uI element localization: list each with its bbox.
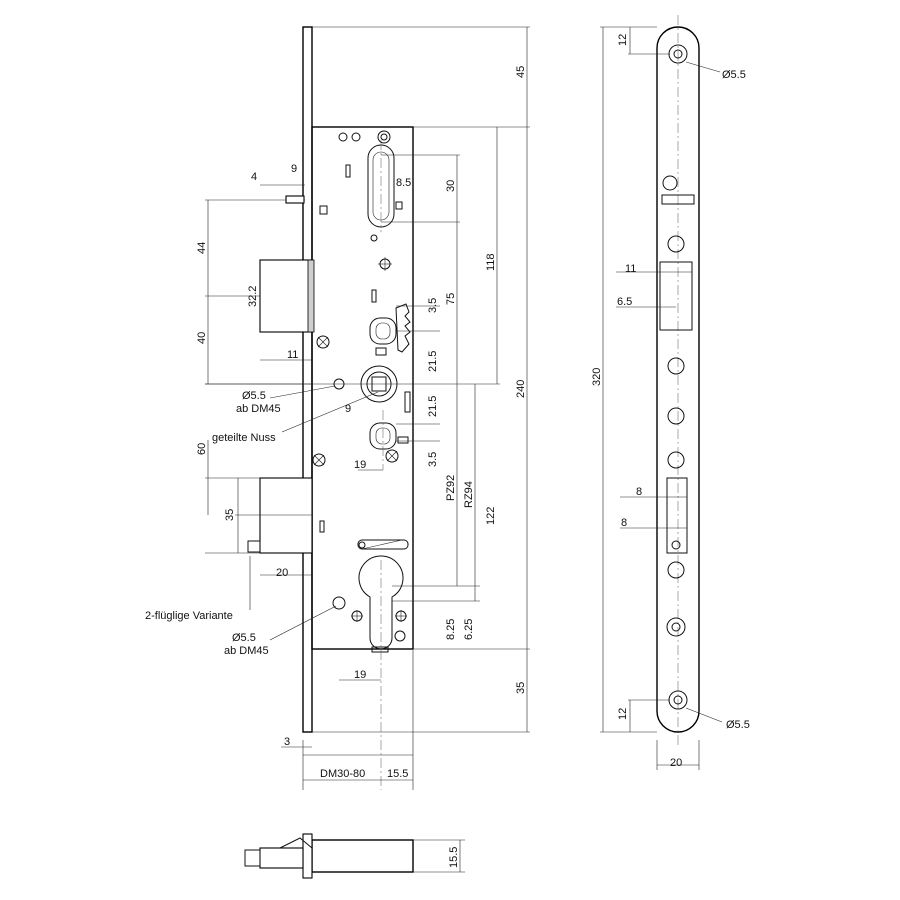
- front-dimension-labels: 45 9 4 30 8.5 118 44 32.2 3.5 75 40 11 2…: [145, 66, 527, 868]
- side-dimension-labels: 12 Ø5.5 11 6.5 320 8 8 12 Ø5.5 20: [591, 34, 750, 769]
- dim-9-top: 9: [291, 163, 297, 175]
- dia-follower-1: Ø5.5: [242, 390, 266, 402]
- side-dim-11: 11: [625, 263, 636, 275]
- latch-window: [659, 261, 693, 331]
- lock-case: [311, 126, 414, 650]
- label-2-fluglige: 2-flüglige Variante: [145, 610, 233, 622]
- dim-15-5-plan: 15.5: [448, 847, 460, 868]
- dia-follower-2: ab DM45: [236, 403, 281, 415]
- side-view: [600, 15, 723, 770]
- dim-9-mid: 9: [345, 403, 351, 415]
- side-dim-8-bottom: 8: [621, 517, 627, 529]
- dim-3-5-top: 3.5: [427, 298, 439, 313]
- side-dia-bottom: Ø5.5: [726, 719, 750, 731]
- dim-40: 40: [196, 332, 208, 344]
- cylinder-profile: [358, 555, 404, 650]
- side-dia-top: Ø5.5: [722, 69, 746, 81]
- side-dim-6-5: 6.5: [617, 296, 632, 308]
- faceplate: [302, 26, 313, 733]
- dim-30: 30: [445, 180, 457, 192]
- side-dim-12-bottom: 12: [617, 708, 629, 720]
- deadbolt: [259, 477, 313, 554]
- dia-cyl-1: Ø5.5: [232, 632, 256, 644]
- side-dim-20: 20: [670, 757, 682, 769]
- dim-15-5: 15.5: [387, 768, 408, 780]
- dim-20: 20: [276, 567, 288, 579]
- dim-118: 118: [485, 253, 497, 271]
- dim-35-bolt: 35: [224, 509, 236, 521]
- label-geteilte-nuss: geteilte Nuss: [212, 432, 276, 444]
- plan-case: [311, 839, 414, 873]
- label-pz92: PZ92: [445, 475, 457, 501]
- dim-32-2: 32.2: [247, 286, 259, 307]
- dim-21-5-top: 21.5: [427, 351, 439, 372]
- dim-dm: DM30-80: [320, 768, 365, 780]
- dim-8-25: 8.25: [445, 619, 457, 640]
- front-view: [205, 26, 530, 790]
- dim-122: 122: [485, 507, 497, 525]
- bolt-window: [666, 477, 688, 554]
- label-rz94: RZ94: [463, 481, 475, 508]
- latch-bolt: [259, 259, 313, 333]
- side-dim-320: 320: [591, 368, 603, 386]
- dim-19-mid: 19: [354, 459, 366, 471]
- dim-3-5-bottom: 3.5: [427, 452, 439, 467]
- dim-44: 44: [196, 242, 208, 254]
- dim-11: 11: [287, 349, 298, 361]
- dia-cyl-2: ab DM45: [224, 645, 269, 657]
- dim-35-bottom: 35: [515, 682, 527, 694]
- dim-21-5-bottom: 21.5: [427, 396, 439, 417]
- dim-6-25: 6.25: [463, 619, 475, 640]
- dim-4: 4: [251, 171, 257, 183]
- dim-19-bottom: 19: [354, 669, 366, 681]
- dim-75: 75: [445, 293, 457, 305]
- plan-view: [244, 833, 465, 879]
- dim-8-5: 8.5: [396, 177, 411, 189]
- dim-45: 45: [515, 66, 527, 78]
- dim-60: 60: [196, 443, 208, 455]
- dim-3: 3: [284, 736, 290, 748]
- side-dim-8-top: 8: [636, 486, 642, 498]
- dim-240: 240: [515, 380, 527, 398]
- side-dim-12-top: 12: [617, 34, 629, 46]
